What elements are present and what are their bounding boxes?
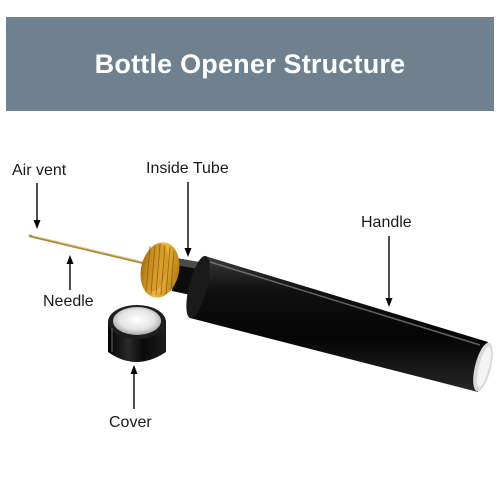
label-air-vent: Air vent bbox=[12, 162, 67, 179]
handle-part bbox=[186, 255, 493, 392]
label-cover: Cover bbox=[109, 414, 152, 431]
pointer-cover bbox=[130, 365, 138, 409]
cover-part bbox=[108, 305, 166, 362]
brass-nut-part bbox=[140, 242, 180, 298]
pointer-air-vent bbox=[33, 183, 41, 229]
title-banner: Bottle Opener Structure bbox=[6, 17, 494, 111]
page-title: Bottle Opener Structure bbox=[94, 48, 406, 79]
label-inside-tube: Inside Tube bbox=[146, 160, 229, 177]
needle-part bbox=[28, 234, 150, 266]
label-handle: Handle bbox=[361, 214, 412, 231]
pointer-inside-tube bbox=[184, 182, 192, 257]
label-needle: Needle bbox=[43, 293, 94, 310]
pointer-handle bbox=[385, 236, 393, 307]
pointer-needle bbox=[66, 255, 74, 290]
